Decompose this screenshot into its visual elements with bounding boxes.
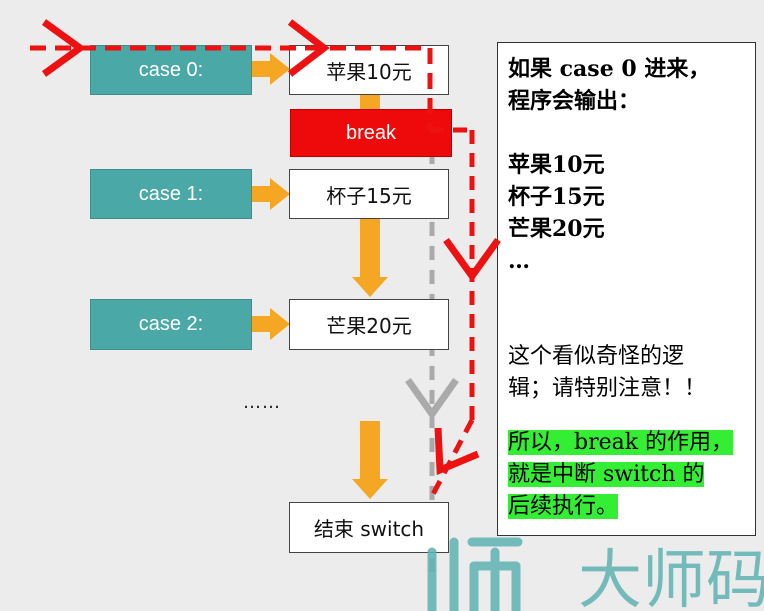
red-dashed-path — [30, 45, 475, 502]
warning-line-2: 辑；请特别注意！！ — [508, 376, 707, 401]
case-1-box: case 1: — [90, 169, 252, 219]
break-box: break — [290, 109, 452, 157]
output-line-2: 杯子15元 — [508, 184, 605, 210]
case2-arrow — [252, 308, 290, 340]
chevron-right-icon — [287, 19, 330, 77]
case-2-box: case 2: — [90, 299, 252, 350]
summary-line-1: 所以，break 的作用， — [508, 430, 734, 455]
chevron-down-icon — [443, 237, 501, 282]
watermark-text: 大师码 — [578, 544, 764, 611]
output-line-3: 芒果20元 — [508, 216, 605, 242]
summary-line-3: 后续执行。 — [508, 494, 619, 519]
down-arrow-1 — [360, 95, 380, 109]
chevron-down-left-icon — [434, 427, 480, 476]
note-line-2: 程序会输出： — [508, 88, 641, 114]
ellipsis-text: …… — [243, 392, 281, 413]
summary-line-2: 就是中断 switch 的 — [508, 462, 705, 487]
down-arrow-3 — [352, 421, 388, 499]
gray-dashed-path — [405, 150, 459, 572]
watermark-logo: 大师码 — [427, 537, 764, 611]
output-line-1: 苹果10元 — [508, 152, 605, 178]
case0-arrow — [252, 53, 290, 85]
case1-arrow — [252, 178, 290, 210]
red-chevrons — [41, 19, 501, 476]
case-0-box: case 0: — [90, 45, 252, 95]
down-arrow-2 — [352, 219, 388, 297]
explanation-panel: 如果 case 0 进来， 程序会输出： 苹果10元 杯子15元 芒果20元 …… — [497, 42, 756, 536]
output-line-4: … — [508, 248, 530, 274]
chevron-right-icon — [41, 19, 86, 77]
case-1-value-box: 杯子15元 — [289, 169, 449, 219]
end-switch-box: 结束 switch — [289, 502, 449, 553]
warning-line-1: 这个看似奇怪的逻 — [508, 344, 685, 369]
case-2-value-box: 芒果20元 — [289, 299, 449, 350]
case-0-value-box: 苹果10元 — [289, 45, 449, 95]
note-line-1: 如果 case 0 进来， — [508, 56, 711, 82]
